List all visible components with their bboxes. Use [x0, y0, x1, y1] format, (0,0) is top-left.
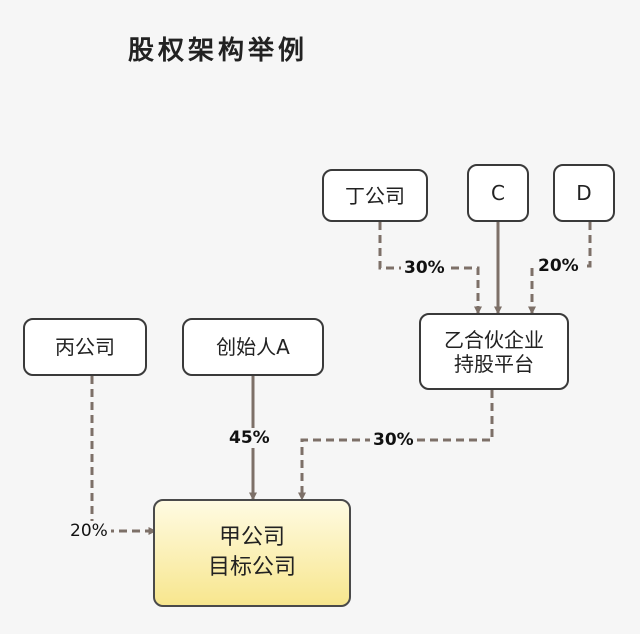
diagram-title: 股权架构举例	[128, 36, 309, 66]
node-c: C	[467, 164, 529, 222]
percent-d-platform: 20%	[535, 256, 582, 276]
percent-bing-target: 20%	[67, 521, 111, 541]
edge-bing-target	[90, 376, 157, 535]
node-holding-platform: 乙合伙企业 持股平台	[419, 313, 569, 390]
percent-ding-platform: 30%	[401, 258, 448, 278]
node-d: D	[553, 164, 615, 222]
percent-founder-target: 45%	[226, 428, 273, 448]
node-founder-a: 创始人A	[182, 318, 324, 376]
node-bing-company: 丙公司	[23, 318, 147, 376]
node-ding-company: 丁公司	[322, 169, 428, 222]
node-target-company: 甲公司 目标公司	[153, 499, 351, 607]
percent-platform-target: 30%	[370, 430, 417, 450]
